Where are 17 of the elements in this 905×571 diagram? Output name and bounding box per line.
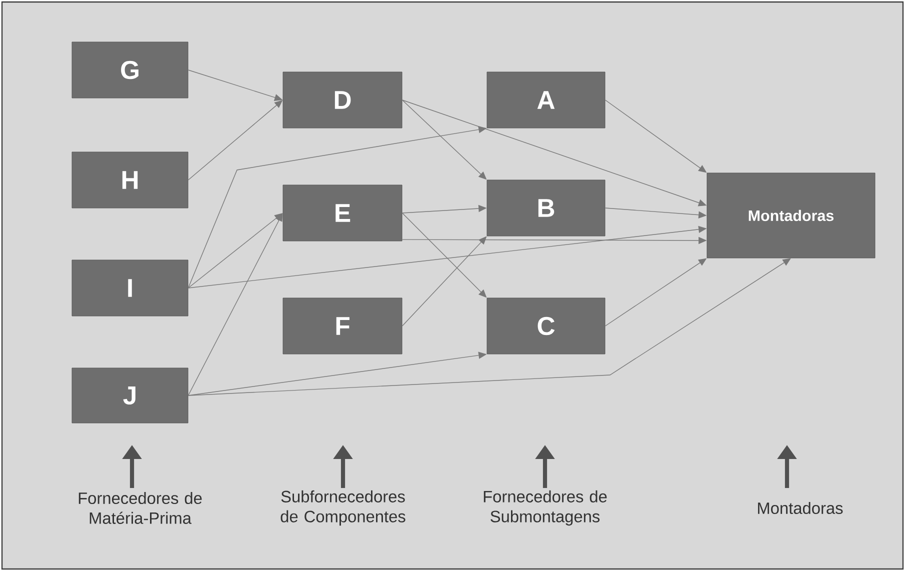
column-label: Fornecedores de Matéria-Prima bbox=[78, 492, 202, 524]
process-box: Montadoras bbox=[706, 172, 876, 258]
process-box: I bbox=[72, 260, 188, 316]
process-box: A bbox=[486, 72, 606, 128]
process-box: E bbox=[282, 184, 402, 242]
column-label: Fornecedores de Submontagens bbox=[484, 490, 607, 526]
process-box: C bbox=[486, 298, 606, 354]
process-box: B bbox=[486, 180, 606, 236]
arrow bbox=[188, 213, 283, 396]
process-box: H bbox=[72, 152, 188, 208]
column-label: Montadoras bbox=[758, 502, 843, 514]
process-box: J bbox=[72, 368, 188, 424]
column-label: Subfornecedores de Componentes bbox=[280, 490, 406, 526]
process-box: F bbox=[282, 298, 402, 354]
process-box: G bbox=[72, 42, 188, 98]
process-box: D bbox=[282, 72, 402, 128]
arrow bbox=[188, 258, 791, 396]
